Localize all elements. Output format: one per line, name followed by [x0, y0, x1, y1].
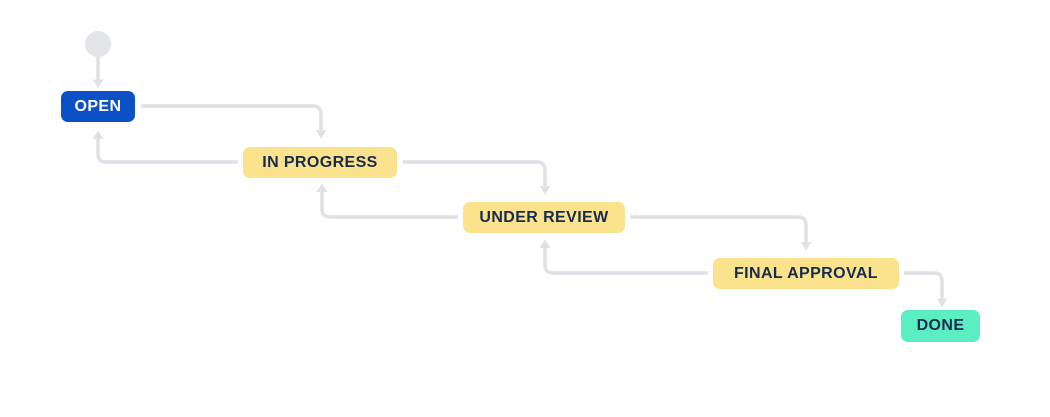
arrowhead-down-icon	[315, 130, 327, 139]
arrowhead-down-icon	[539, 186, 551, 195]
transition-under-review-to-in-progress	[316, 183, 458, 219]
arrowhead-down-icon	[800, 242, 812, 251]
transition-in-progress-to-open	[92, 130, 238, 164]
connector-line	[403, 160, 547, 186]
status-node-final-approval[interactable]: FINAL APPROVAL	[713, 258, 899, 289]
transition-final-approval-to-done	[904, 271, 948, 307]
status-node-under-review[interactable]: UNDER REVIEW	[463, 202, 625, 233]
transition-in-progress-to-under-review	[403, 160, 551, 195]
connector-line	[904, 271, 944, 299]
connector-line	[320, 192, 458, 219]
arrowhead-down-icon	[936, 298, 948, 307]
status-node-in-progress[interactable]: IN PROGRESS	[243, 147, 397, 178]
start-node	[85, 31, 111, 57]
arrowhead-up-icon	[539, 239, 551, 248]
transition-under-review-to-final-approval	[630, 215, 812, 251]
arrowhead-up-icon	[92, 130, 104, 139]
connector-line	[141, 104, 323, 130]
arrowhead-down-icon	[92, 79, 104, 88]
connector-line	[543, 248, 708, 275]
transition-open-to-in-progress	[141, 104, 327, 139]
status-node-open[interactable]: OPEN	[61, 91, 135, 122]
connector-line	[96, 139, 238, 164]
status-node-done[interactable]: DONE	[901, 310, 980, 342]
transition-final-approval-to-under-review	[539, 239, 708, 275]
arrowhead-up-icon	[316, 183, 328, 192]
transition-start-to-open	[92, 57, 104, 88]
connector-line	[630, 215, 808, 242]
